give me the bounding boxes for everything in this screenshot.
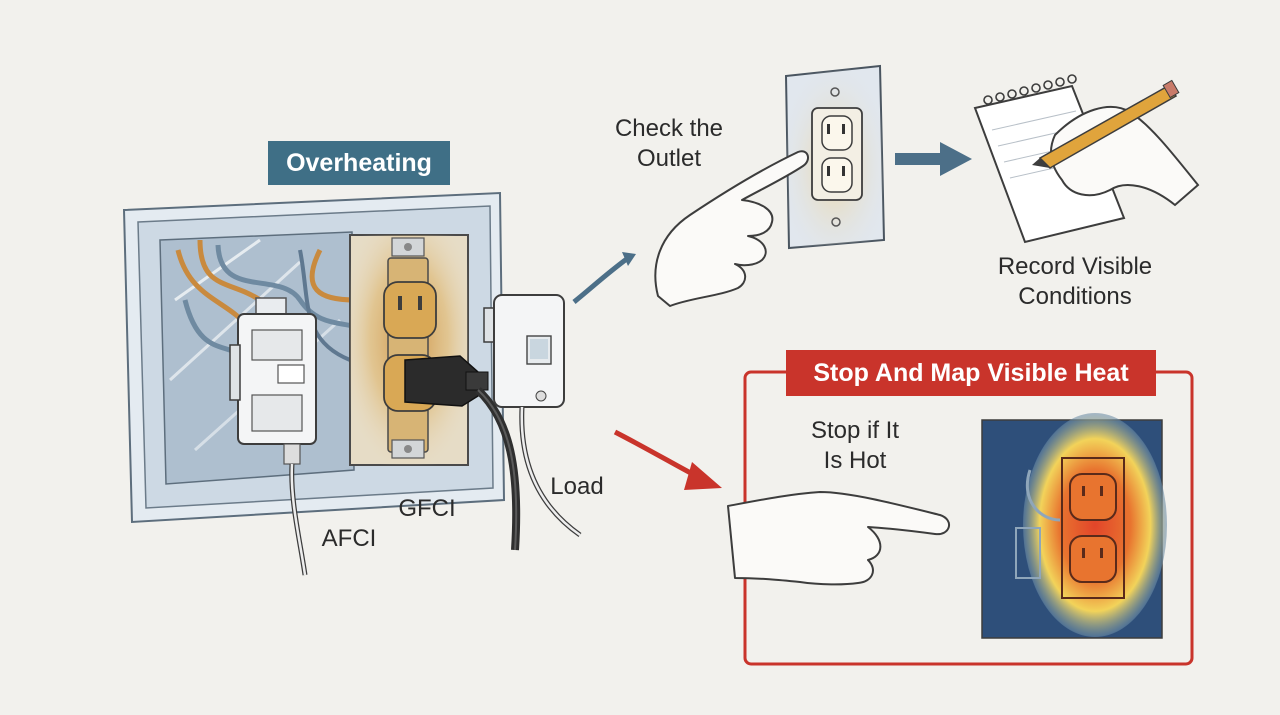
record-line2: Conditions (1018, 283, 1132, 310)
arrow-to-notepad (895, 142, 972, 176)
notepad-illustration (973, 74, 1200, 244)
hand-pointing-icon (727, 491, 950, 586)
thermal-image (981, 413, 1167, 639)
record-conditions-label: Record Visible Conditions (975, 252, 1175, 312)
stop-hot-label: Stop if It Is Hot (790, 416, 920, 476)
check-outlet-line1: Check the (614, 115, 724, 142)
stop-hot-line2: Is Hot (823, 447, 887, 474)
afci-label: AFCI (321, 525, 377, 552)
check-outlet-illustration (572, 64, 886, 307)
check-outlet-line2: Outlet (636, 145, 702, 172)
check-outlet-label: Check the Outlet (604, 114, 734, 174)
hand-pointing-icon (654, 150, 809, 307)
scorched-outlet (349, 234, 521, 551)
stop-hot-line1: Stop if It (810, 417, 900, 444)
afci-device (229, 297, 317, 576)
load-label: Load (550, 473, 604, 500)
stop-map-title: Stop And Map Visible Heat (786, 350, 1156, 396)
stop-and-map-panel (613, 370, 1194, 666)
electrical-box-illustration (122, 191, 582, 576)
gfci-label: GFCI (398, 495, 456, 522)
load-device (483, 294, 582, 538)
record-line1: Record Visible (997, 253, 1153, 280)
overheating-badge: Overheating (268, 141, 450, 185)
